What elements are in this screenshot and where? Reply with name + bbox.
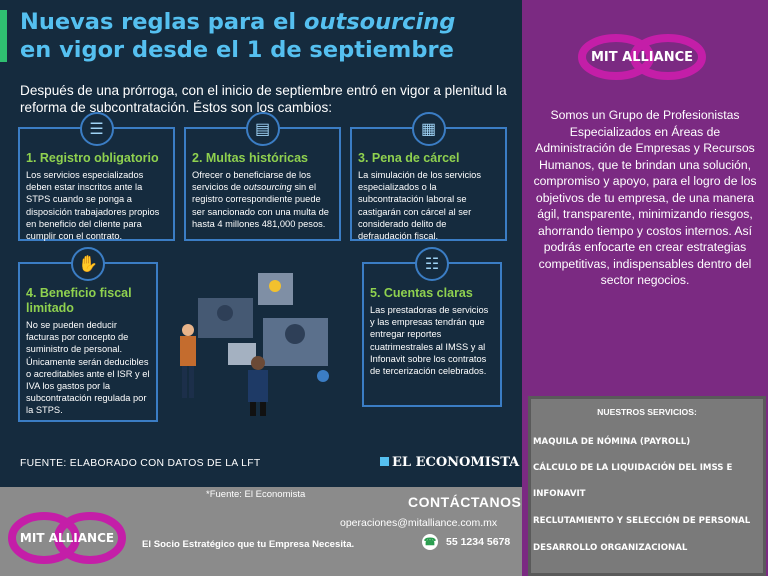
services-heading: NUESTROS SERVICIOS: [597,407,697,417]
card-heading: 4. Beneficio fiscal limitado [26,286,132,315]
card-heading: 2. Multas históricas [192,151,309,165]
mit-alliance-logo-bottom: MIT ALLIANCE [8,512,126,564]
card-beneficio: ✋ 4. Beneficio fiscal limitado No se pue… [18,247,158,422]
receipt-icon: ▤ [245,112,280,146]
whatsapp-icon: ☎ [422,534,438,550]
title-accent-bar [0,10,7,62]
card-multas: ▤ 2. Multas históricas Ofrecer o benefic… [184,112,341,241]
intro-text: Después de una prórroga, con el inicio d… [20,83,507,115]
card-body: La simulación de los servicios especiali… [358,170,481,242]
card-registro: ☰ 1. Registro obligatorio Los servicios … [18,112,175,242]
service-item: CÁLCULO DE LA LIQUIDACIÓN DEL IMSS E [533,463,733,473]
prison-icon: ▦ [411,112,446,146]
infographic-title: Nuevas reglas para el outsourcing en vig… [20,8,515,64]
title-line2: en vigor desde el 1 de septiembre [20,37,454,63]
card-heading: 1. Registro obligatorio [26,151,159,165]
mit-alliance-logo-top: MIT ALLIANCE [578,34,706,80]
card-cuentas: ☷ 5. Cuentas claras Las prestadoras de s… [362,247,502,407]
card-body: Las prestadoras de servicios y las empre… [370,305,489,377]
phone-contact[interactable]: ☎ 55 1234 5678 [422,534,510,550]
phone-number: 55 1234 5678 [446,536,511,548]
el-economista-logo: EL ECONOMISTA [380,455,519,470]
brand-square-icon [380,457,389,466]
source-note: *Fuente: El Economista [206,489,306,500]
card-body: No se pueden deducir facturas por concep… [26,320,150,416]
email-link[interactable]: operaciones@mitalliance.com.mx [340,517,498,529]
about-text: Somos un Grupo de Profesionistas Especia… [533,108,757,287]
title-line1: Nuevas reglas para el [20,9,304,35]
card-body: Ofrecer o beneficiarse de los servicios … [192,170,329,229]
services-box: NUESTROS SERVICIOS: MAQUILA DE NÓMINA (P… [528,396,766,576]
title-emphasis: outsourcing [303,9,456,35]
contact-heading: CONTÁCTANOS [408,494,522,510]
card-heading: 3. Pena de cárcel [358,151,460,165]
card-body: Los servicios especializados deben estar… [26,170,160,242]
card-heading: 5. Cuentas claras [370,286,473,300]
infographic-source: FUENTE: ELABORADO CON DATOS DE LA LFT [20,458,261,469]
service-item: DESARROLLO ORGANIZACIONAL [533,543,688,553]
service-item: MAQUILA DE NÓMINA (PAYROLL) [533,437,691,447]
service-item: INFONAVIT [533,489,586,499]
tagline: El Socio Estratégico que tu Empresa Nece… [142,539,355,550]
hand-stop-icon: ✋ [71,247,105,281]
service-item: RECLUTAMIENTO Y SELECCIÓN DE PERSONAL [533,516,751,526]
document-icon: ☰ [79,112,114,146]
card-carcel: ▦ 3. Pena de cárcel La simulación de los… [350,112,507,242]
report-icon: ☷ [415,247,449,281]
business-people-illustration [180,273,329,416]
